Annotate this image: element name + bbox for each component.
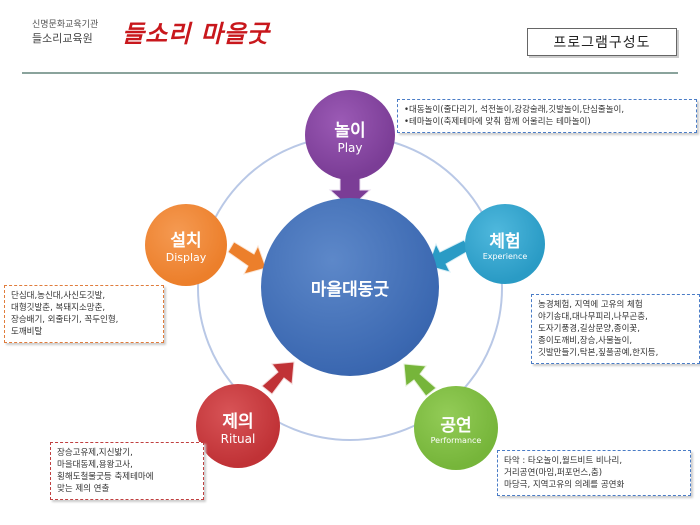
experience-description: 농경체험, 지역에 고유의 체험 야기송대,대나무피리,나무곤충, 도자기풍경,… xyxy=(531,294,700,364)
performance-line: 마당극, 지역고유의 의례를 공연화 xyxy=(504,480,625,490)
experience-line: 농경체험, 지역에 고유의 체험 xyxy=(538,300,643,310)
org-name: 들소리교육원 xyxy=(32,32,93,45)
arrow-ritual xyxy=(261,361,295,395)
ritual-line: 장승고유제,지신밟기, xyxy=(57,448,133,458)
experience-line: 종이도깨비,장승,사물놀이, xyxy=(538,336,633,346)
organization-label: 신명문화교육기관 들소리교육원 xyxy=(32,18,98,46)
display-line: 단심대,농신대,사신도깃발, xyxy=(11,291,106,301)
play-line: •대동놀이(줄다리기, 석전놀이,강강술래,깃발놀이,단심줄놀이, xyxy=(404,105,625,115)
ritual-line: 마을대동제,용왕고사, xyxy=(57,460,133,470)
ritual-description: 장승고유제,지신밟기, 마을대동제,용왕고사, 횡해도철물굿등 축제테마에 맞는… xyxy=(50,442,204,500)
display-description: 단심대,농신대,사신도깃발, 대형깃발춘, 복돼지소망춘, 장승배기, 외줄타기… xyxy=(4,285,164,343)
node-display: 설치 Display xyxy=(145,204,227,286)
node-play: 놀이 Play xyxy=(305,90,395,180)
experience-line: 야기송대,대나무피리,나무곤충, xyxy=(538,312,648,322)
node-performance: 공연 Performance xyxy=(414,386,498,470)
node-experience: 체험 Experience xyxy=(465,204,545,284)
node-display-en: Display xyxy=(165,251,207,264)
node-play-en: Play xyxy=(337,140,363,155)
experience-line: 깃발만들기,탁본,짚풀공예,한지등, xyxy=(538,348,659,358)
center-node: 마을대동굿 xyxy=(261,198,439,376)
play-description: •대동놀이(줄다리기, 석전놀이,강강술래,깃발놀이,단심줄놀이, •테마놀이(… xyxy=(397,99,697,133)
performance-line: 거리공연(마임,퍼포먼스,춤) xyxy=(504,468,603,478)
page-title: 프로그램구성도 xyxy=(527,28,677,56)
node-performance-ko: 공연 xyxy=(440,416,472,436)
ritual-line: 맞는 제의 연출 xyxy=(57,484,110,494)
node-ritual-en: Ritual xyxy=(220,431,256,446)
display-line: 장승배기, 외줄타기, 꼭두인형, xyxy=(11,315,119,325)
performance-line: 타악 : 타오놀이,월드비트 비나리, xyxy=(504,456,623,466)
node-performance-en: Performance xyxy=(430,436,482,445)
display-line: 도깨비탈 xyxy=(11,327,43,337)
org-tagline: 신명문화교육기관 xyxy=(32,20,99,30)
node-play-ko: 놀이 xyxy=(334,120,366,141)
header-divider xyxy=(22,72,678,74)
node-experience-en: Experience xyxy=(482,252,528,261)
experience-line: 도자기풍경,길상문양,종이꽃, xyxy=(538,324,640,334)
arrow-performance xyxy=(403,363,437,397)
ritual-line: 횡해도철물굿등 축제테마에 xyxy=(57,472,154,482)
arrow-display xyxy=(227,241,267,275)
play-line: •테마놀이(축제테마에 맞춰 함께 어울리는 테마놀이) xyxy=(404,117,591,127)
display-line: 대형깃발춘, 복돼지소망춘, xyxy=(11,303,106,313)
node-display-ko: 설치 xyxy=(170,231,202,251)
performance-description: 타악 : 타오놀이,월드비트 비나리, 거리공연(마임,퍼포먼스,춤) 마당극,… xyxy=(497,450,691,496)
node-experience-ko: 체험 xyxy=(489,232,521,252)
node-ritual-ko: 제의 xyxy=(222,411,254,432)
brand-logo: 들소리 마을굿 xyxy=(122,19,270,48)
node-ritual: 제의 Ritual xyxy=(196,384,280,468)
